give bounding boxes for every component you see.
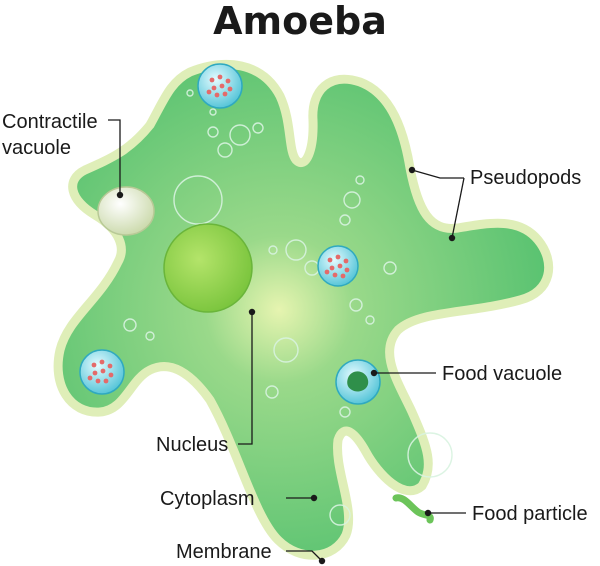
food-particle: [392, 494, 434, 524]
food-vacuole-top: [197, 63, 243, 109]
label-food-particle: Food particle: [472, 503, 588, 525]
label-cytoplasm: Cytoplasm: [160, 488, 254, 510]
food-vacuole-middle: [317, 245, 359, 287]
label-nucleus: Nucleus: [156, 434, 228, 456]
food-vacuole-labeled: [335, 359, 381, 405]
label-food-vacuole: Food vacuole: [442, 363, 562, 385]
cytoplasm-bubbles: [123, 89, 453, 526]
contractile-vacuole: [97, 186, 155, 236]
label-pseudopods: Pseudopods: [470, 167, 581, 189]
food-vacuole-left: [79, 349, 125, 395]
amoeba-body: [53, 59, 554, 560]
label-contractile-vacuole-line2: vacuole: [2, 137, 71, 159]
cell-membrane: [53, 59, 554, 560]
label-contractile-vacuole-line1: Contractile: [2, 111, 98, 133]
diagram-title: Amoeba: [213, 0, 387, 43]
label-membrane: Membrane: [176, 541, 272, 563]
nucleus: [163, 223, 253, 313]
leader-lines: [108, 119, 466, 565]
